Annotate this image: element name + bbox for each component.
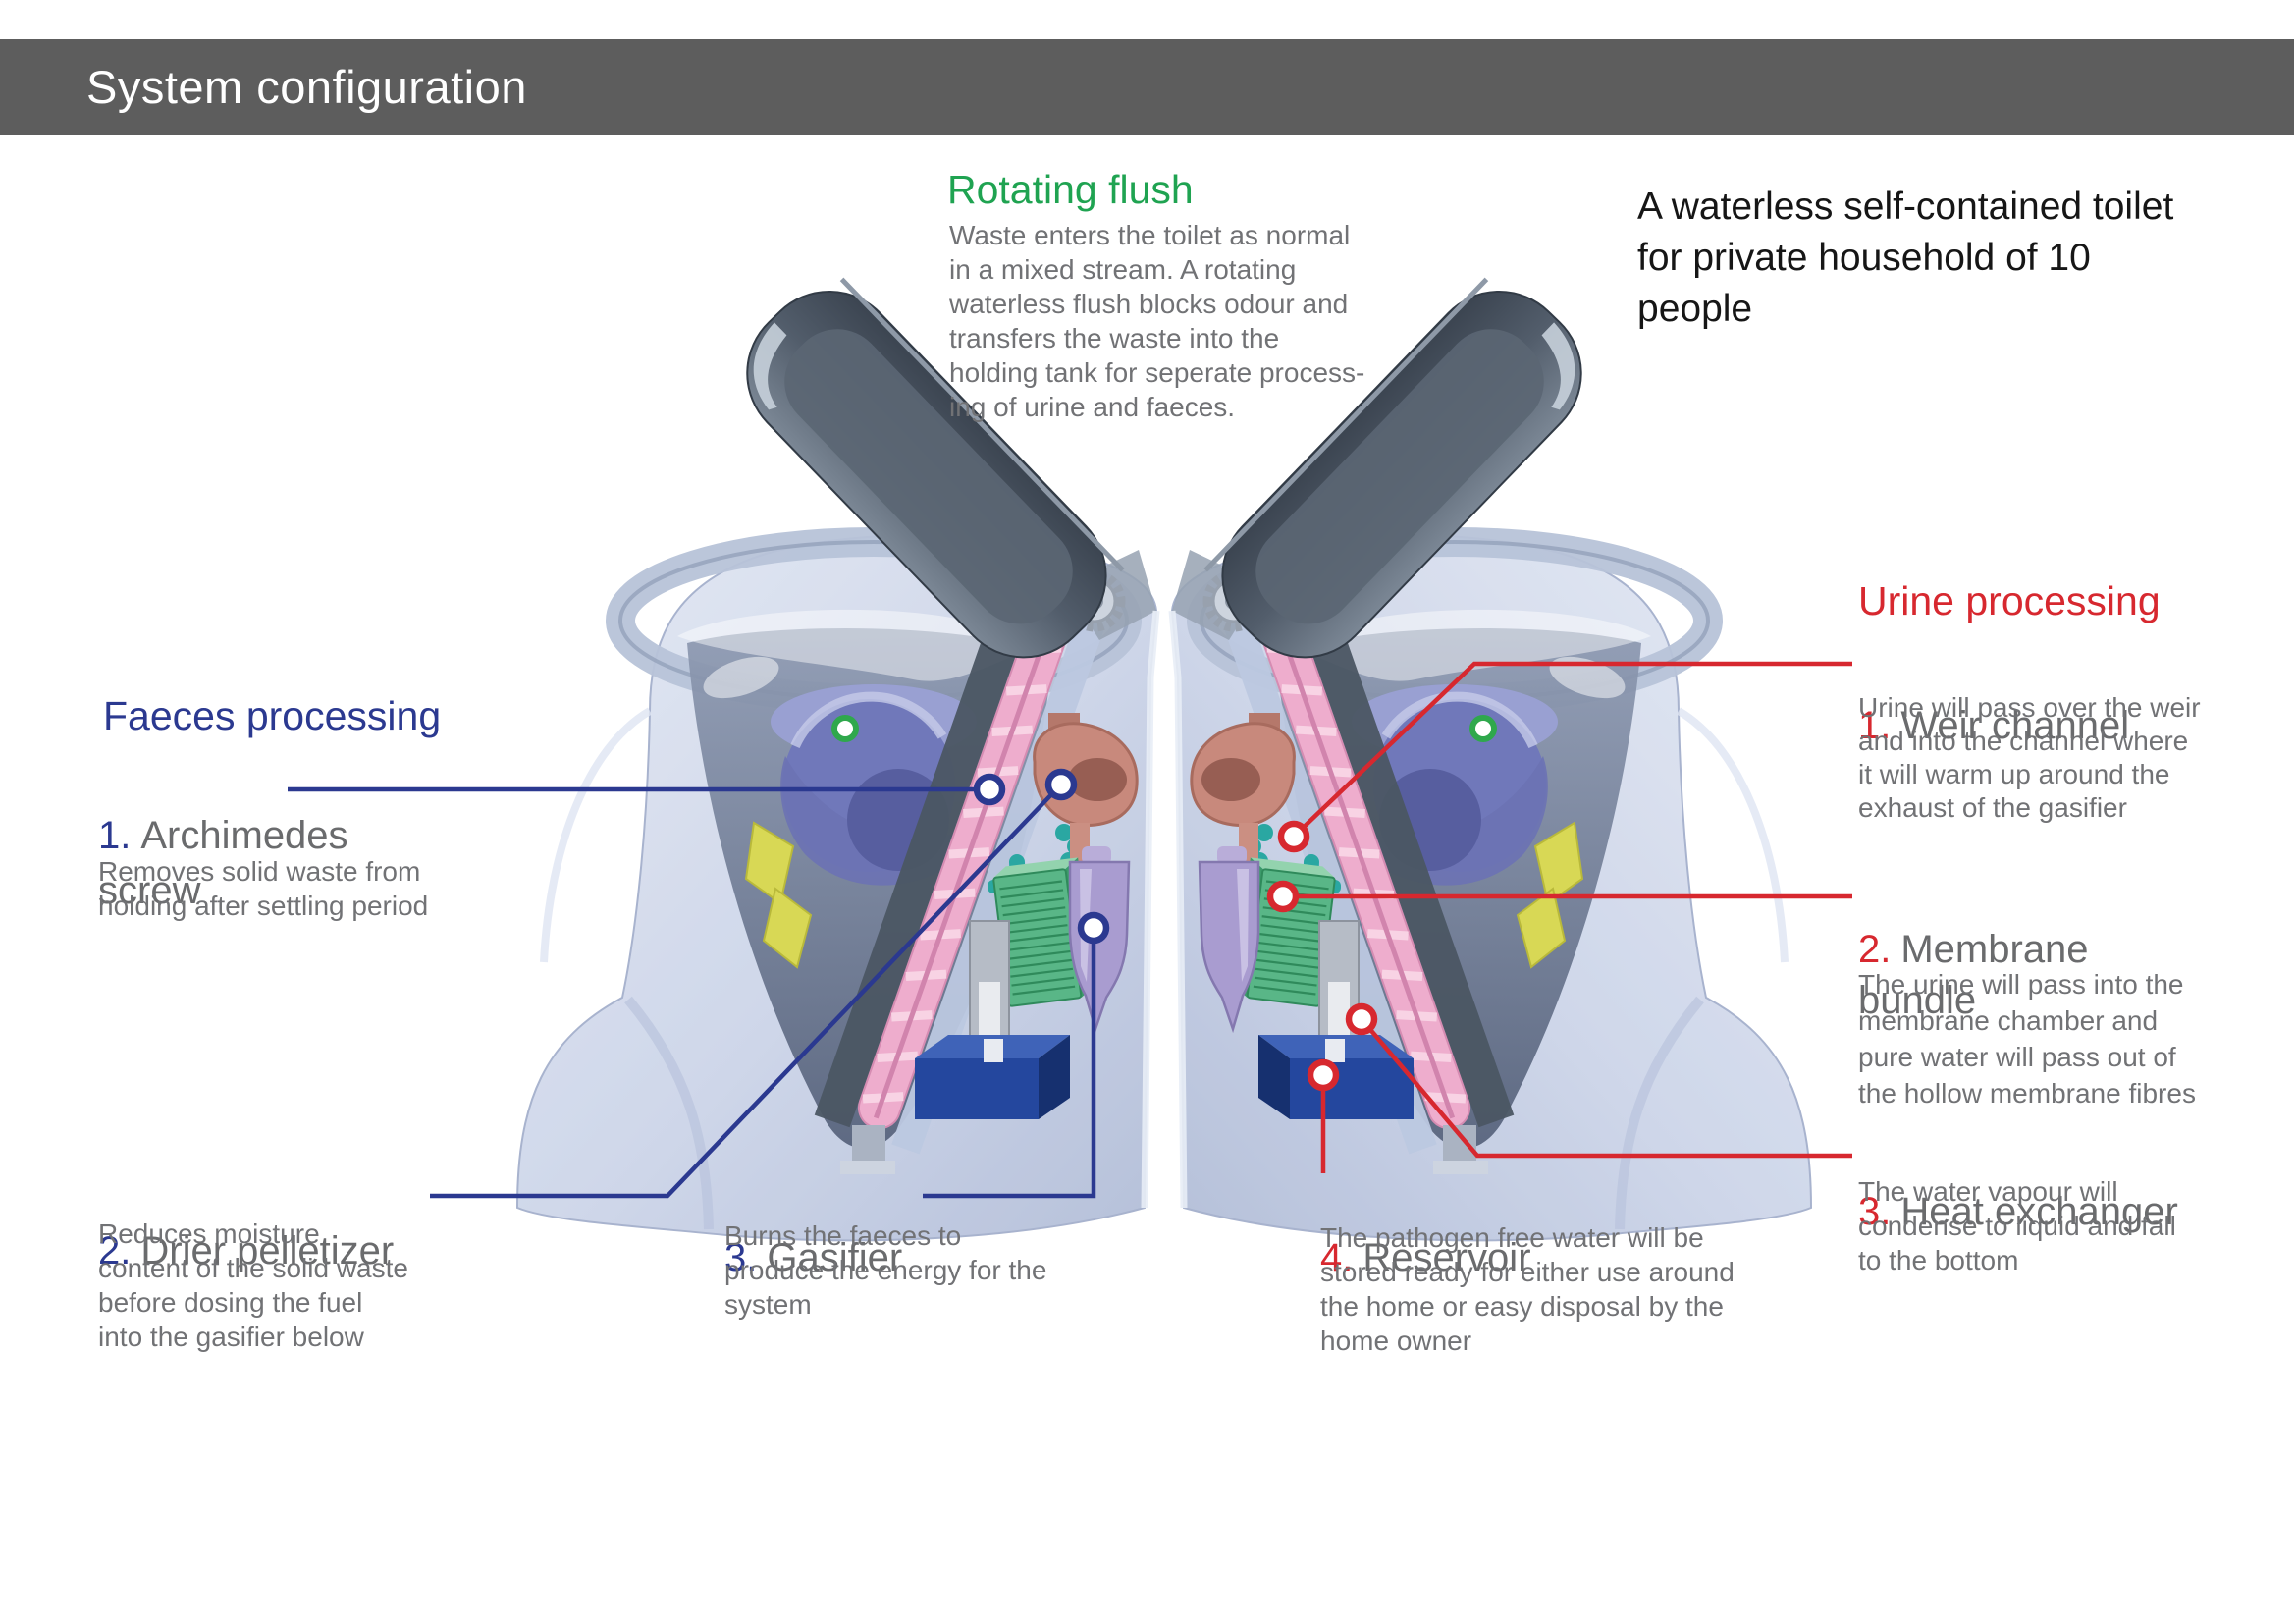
rotating-flush-marker [831, 715, 859, 742]
label-drier-pelletizer: 2.Drier pelletizer [98, 1168, 394, 1278]
tagline: A waterless self-contained toilet for pr… [1637, 186, 2174, 330]
reservoir [915, 1035, 1070, 1119]
marker-dots [973, 768, 1378, 1092]
gasifier-description: Burns the faeces to produce the energy f… [724, 1220, 1047, 1320]
weir-leader [1292, 661, 1852, 839]
pelletizer-leader [430, 783, 1063, 1199]
reservoir-description: The pathogen free water will be stored r… [1320, 1222, 1735, 1356]
drier-pelletizer-marker [1044, 768, 1078, 801]
heat-exchanger-marker [1345, 1002, 1378, 1036]
urine-processing-heading: Urine processing [1858, 578, 2161, 623]
item-number: 3. [1858, 1190, 1892, 1233]
rotating-flush-heading: Rotating flush [947, 167, 1194, 212]
label-weir-channel: 1.Weir channel [1858, 643, 2129, 753]
cut-edge [1141, 610, 1160, 1209]
membrane-bundle-marker [1266, 880, 1300, 913]
heat-exchanger-description: The water vapour will condense to liquid… [1858, 1176, 2176, 1275]
item-title-text: Membrane bundle [1858, 928, 2089, 1022]
header-bar: System configuration [0, 39, 2294, 135]
label-heat-exchanger: 3.Heat exchanger [1858, 1129, 2178, 1239]
archimedes-screw-marker [973, 773, 1006, 806]
label-archimedes-screw: 1.Archimedes screw [98, 753, 348, 918]
item-number: 1. [98, 814, 132, 857]
gasifier-marker [1077, 911, 1110, 945]
yellow-flaps [744, 821, 813, 969]
page-title: System configuration [86, 61, 527, 113]
label-membrane-bundle: 2.Membrane bundle [1858, 873, 2089, 1026]
label-gasifier: 3.Gasifier [724, 1175, 902, 1285]
toilet-half [515, 277, 1160, 1242]
heat-exchanger [969, 920, 1010, 1050]
screw-foot [852, 1125, 885, 1164]
gasifier-leader [923, 928, 1096, 1199]
item-number: 2. [98, 1229, 132, 1272]
rotating-flush-description: Waste enters the toilet as normal in a m… [949, 220, 1365, 422]
membrane-bundle-description: The urine will pass into the membrane ch… [1858, 969, 2196, 1109]
item-title-text: Archimedes screw [98, 814, 348, 912]
heat-exchanger-leader [1360, 1017, 1852, 1159]
item-title-text: Heat exchanger [1900, 1190, 2178, 1233]
toilet-lid [746, 277, 1125, 659]
weir-channel-description: Urine will pass over the weir and into t… [1858, 692, 2201, 823]
archimedes-screw-description: Removes solid waste from holding after s… [98, 856, 429, 921]
faeces-processing-heading: Faeces processing [103, 693, 442, 738]
leader-lines [288, 661, 1852, 1199]
item-number: 1. [1858, 704, 1892, 747]
item-title-text: Drier pelletizer [140, 1229, 395, 1272]
weir-channel-marker [1277, 820, 1310, 853]
drier-pelletizer-description: Reduces moisture content of the solid wa… [98, 1218, 408, 1352]
item-title-text: Weir channel [1900, 704, 2130, 747]
item-number: 4. [1320, 1236, 1354, 1279]
item-title-text: Gasifier [767, 1236, 903, 1279]
item-number: 2. [1858, 928, 1892, 971]
label-reservoir: 4.Reservoir [1320, 1175, 1531, 1285]
item-number: 3. [724, 1236, 758, 1279]
reservoir-marker [1307, 1058, 1340, 1092]
item-title-text: Reservoir [1362, 1236, 1531, 1279]
